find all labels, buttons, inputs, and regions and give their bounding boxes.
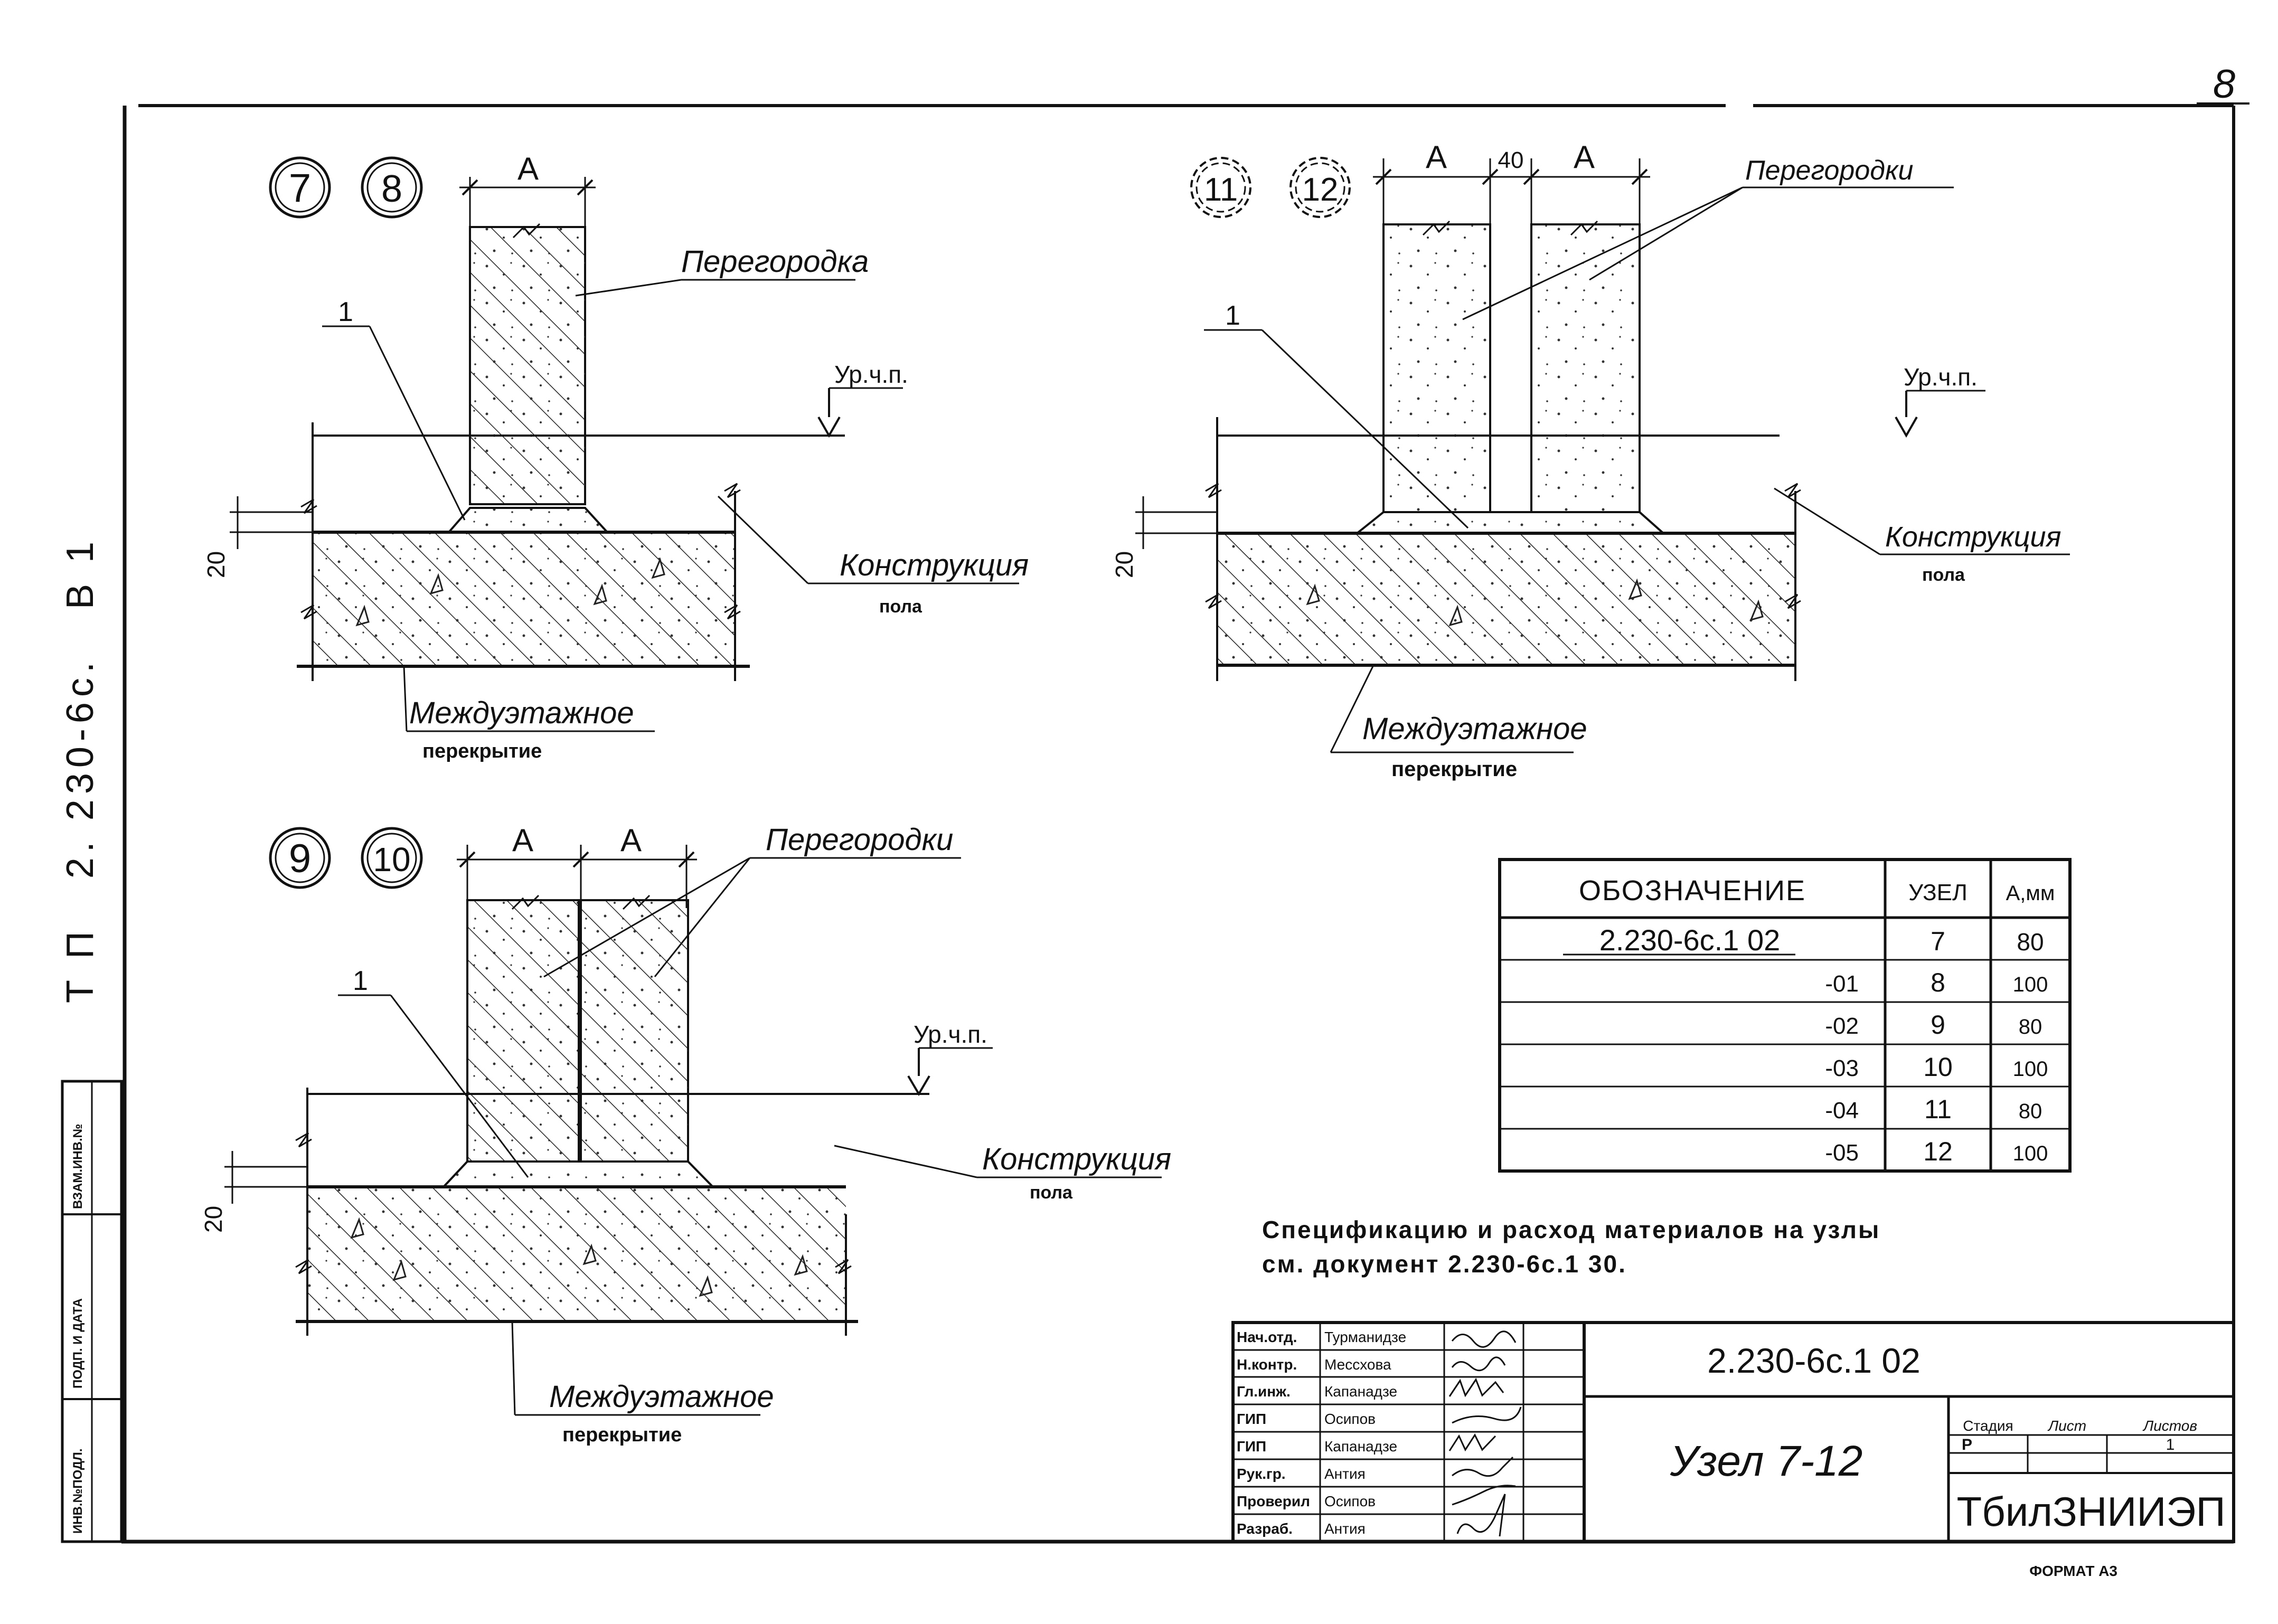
detail-num-10: 10 [373,841,410,879]
detail-num-11: 11 [1204,172,1238,208]
label-partition: Перегородка [681,244,869,279]
sheet-number: 8 [2213,62,2235,107]
stage-label: Стадия [1963,1418,2013,1434]
spec-row-6-node: 12 [1923,1137,1953,1166]
spec-row-5-designation: -04 [1825,1098,1859,1123]
spec-header-node: УЗЕЛ [1908,880,1968,905]
role-1: Нач.отд. [1237,1329,1297,1345]
label-floor-2: пола [879,597,923,617]
position-1: 1 [338,297,353,327]
name-7: Осипов [1324,1493,1376,1509]
level-mark: Ур.ч.п. [834,361,908,388]
dim-a2: А [620,823,642,858]
spec-row-4-designation: -03 [1825,1055,1859,1081]
side-drawing-code: Т П 2. 230-6с. В 1 [59,536,101,1003]
label-slab: Междуэтажное [549,1380,774,1414]
spec-row-5-node: 11 [1924,1094,1952,1124]
label-floor: Конструкция [982,1142,1171,1176]
spec-row-2-node: 8 [1931,968,1945,997]
stamp-sign-date: ПОДП. И ДАТА [71,1298,85,1389]
spec-row-2-designation: -01 [1825,971,1859,997]
dim-20: 20 [200,1206,227,1233]
role-2: Н.контр. [1237,1356,1297,1373]
sheets-label: Листов [2142,1418,2197,1434]
spec-row-3-a: 80 [2019,1015,2042,1038]
doc-code: 2.230-6с.1 02 [1707,1341,1921,1380]
note-line-1: Спецификацию и расход материалов на узлы [1262,1216,1880,1243]
organization: ТбилЗНИИЭП [1956,1488,2225,1535]
role-4: ГИП [1237,1411,1266,1427]
detail-num-9: 9 [289,836,311,881]
spec-row-4-node: 10 [1923,1052,1953,1082]
position-1: 1 [1225,300,1240,331]
label-floor-2: пола [1030,1183,1073,1203]
detail-9-10: 9 10 А А Ур.ч.п. [200,823,1171,1446]
label-partitions: Перегородки [766,823,953,857]
role-5: ГИП [1237,1438,1266,1455]
sheets-value: 1 [2166,1436,2175,1453]
label-slab-2: перекрытие [562,1424,682,1446]
spec-row-6-a: 100 [2013,1142,2048,1165]
label-slab-2: перекрытие [1391,758,1517,781]
spec-row-3-node: 9 [1931,1010,1945,1040]
dim-a1: А [512,823,533,858]
stamp-replace-inv: ВЗАМ.ИНВ.№ [71,1124,85,1209]
role-8: Разраб. [1237,1521,1293,1537]
detail-11-12: 11 12 А 40 А [1110,139,2070,781]
signatures [1448,1330,1522,1537]
label-slab-2: перекрытие [422,740,542,762]
detail-7-8: 7 8 А Ур.ч. [202,151,1029,762]
detail-num-8: 8 [381,168,402,210]
name-2: Мессхова [1324,1356,1391,1373]
label-partitions: Перегородки [1745,155,1913,186]
name-6: Антия [1324,1466,1366,1482]
sheet-frame [121,104,2235,1544]
dim-a: А [517,151,539,186]
spec-row-1-designation: 2.230-6с.1 02 [1599,923,1780,957]
sheet-label: Лист [2047,1418,2086,1434]
label-floor-2: пола [1922,565,1965,585]
role-7: Проверил [1237,1493,1310,1509]
spec-row-2-a: 100 [2013,973,2048,996]
spec-row-3-designation: -02 [1825,1013,1859,1039]
spec-table: ОБОЗНАЧЕНИЕ УЗЕЛ А,мм 2.230-6с.1 02 7 80… [1498,858,2072,1173]
label-floor: Конструкция [840,548,1029,582]
spec-header-designation: ОБОЗНАЧЕНИЕ [1579,875,1806,907]
name-1: Турманидзе [1324,1329,1406,1345]
spec-row-6-designation: -05 [1825,1140,1859,1166]
stage-value: Р [1962,1436,1972,1453]
stamp-orig-inv: ИНВ.№ПОДЛ. [71,1448,85,1534]
spec-row-4-a: 100 [2013,1058,2048,1081]
side-stamp: ВЗАМ.ИНВ.№ ПОДП. И ДАТА ИНВ.№ПОДЛ. [61,1080,123,1543]
doc-title: Узел 7-12 [1670,1437,1863,1485]
level-mark: Ур.ч.п. [914,1021,987,1048]
position-1: 1 [353,966,368,996]
dim-a2: А [1574,139,1595,175]
detail-num-7: 7 [289,166,311,211]
level-mark: Ур.ч.п. [1904,363,1978,391]
name-4: Осипов [1324,1411,1376,1427]
spec-row-1-a: 80 [2017,928,2044,956]
dim-20: 20 [202,551,230,578]
note: Спецификацию и расход материалов на узлы… [1262,1216,1880,1278]
dim-20: 20 [1110,551,1138,578]
note-line-2: см. документ 2.230-6с.1 30. [1262,1250,1627,1278]
name-3: Капанадзе [1324,1383,1397,1400]
label-slab: Междуэтажное [1362,712,1587,746]
spec-row-5-a: 80 [2019,1100,2042,1123]
dim-a1: А [1426,139,1447,175]
name-5: Капанадзе [1324,1438,1397,1455]
title-block: Нач.отд. Турманидзе Н.контр. Мессхова Гл… [1231,1321,2235,1543]
dim-40: 40 [1498,147,1524,173]
label-floor: Конструкция [1885,521,2061,553]
role-3: Гл.инж. [1237,1383,1291,1400]
spec-header-a: А,мм [2006,882,2055,905]
spec-row-1-node: 7 [1931,927,1945,956]
label-slab: Междуэтажное [409,696,634,730]
name-8: Антия [1324,1521,1366,1537]
format-label: ФОРМАТ А3 [2029,1563,2117,1579]
detail-num-12: 12 [1302,172,1339,208]
role-6: Рук.гр. [1237,1466,1286,1482]
